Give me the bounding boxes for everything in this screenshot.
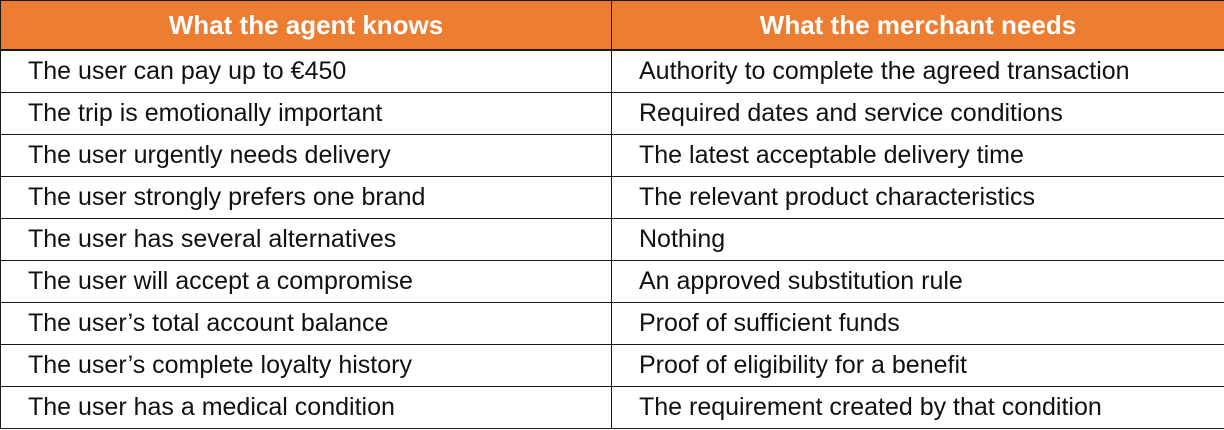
- table-row: The user’s complete loyalty history Proo…: [0, 344, 1224, 387]
- merchant-needs-cell: The latest acceptable delivery time: [611, 134, 1224, 177]
- table-row: The trip is emotionally important Requir…: [0, 92, 1224, 135]
- table-row: The user has several alternatives Nothin…: [0, 218, 1224, 261]
- header-merchant-needs: What the merchant needs: [611, 0, 1224, 51]
- agent-knows-cell: The user’s complete loyalty history: [0, 344, 612, 387]
- merchant-needs-cell: Proof of sufficient funds: [611, 302, 1224, 345]
- table-row: The user’s total account balance Proof o…: [0, 302, 1224, 345]
- header-agent-knows: What the agent knows: [0, 0, 612, 51]
- merchant-needs-cell: The relevant product characteristics: [611, 176, 1224, 219]
- merchant-needs-cell: The requirement created by that conditio…: [611, 386, 1224, 429]
- merchant-needs-cell: Authority to complete the agreed transac…: [611, 49, 1224, 93]
- merchant-needs-cell: An approved substitution rule: [611, 260, 1224, 303]
- agent-knows-cell: The user has a medical condition: [0, 386, 612, 429]
- agent-knows-cell: The user urgently needs delivery: [0, 134, 612, 177]
- merchant-needs-cell: Required dates and service conditions: [611, 92, 1224, 135]
- table-row: The user will accept a compromise An app…: [0, 260, 1224, 303]
- header-row: What the agent knows What the merchant n…: [0, 0, 1224, 51]
- merchant-needs-cell: Proof of eligibility for a benefit: [611, 344, 1224, 387]
- agent-knows-cell: The user has several alternatives: [0, 218, 612, 261]
- table-row: The user has a medical condition The req…: [0, 386, 1224, 429]
- agent-knows-cell: The user will accept a compromise: [0, 260, 612, 303]
- table-row: The user urgently needs delivery The lat…: [0, 134, 1224, 177]
- table-row: The user strongly prefers one brand The …: [0, 176, 1224, 219]
- agent-knows-cell: The user can pay up to €450: [0, 49, 612, 93]
- merchant-needs-cell: Nothing: [611, 218, 1224, 261]
- agent-knows-cell: The user strongly prefers one brand: [0, 176, 612, 219]
- agent-knows-cell: The trip is emotionally important: [0, 92, 612, 135]
- agent-knows-cell: The user’s total account balance: [0, 302, 612, 345]
- table-row: The user can pay up to €450 Authority to…: [0, 49, 1224, 93]
